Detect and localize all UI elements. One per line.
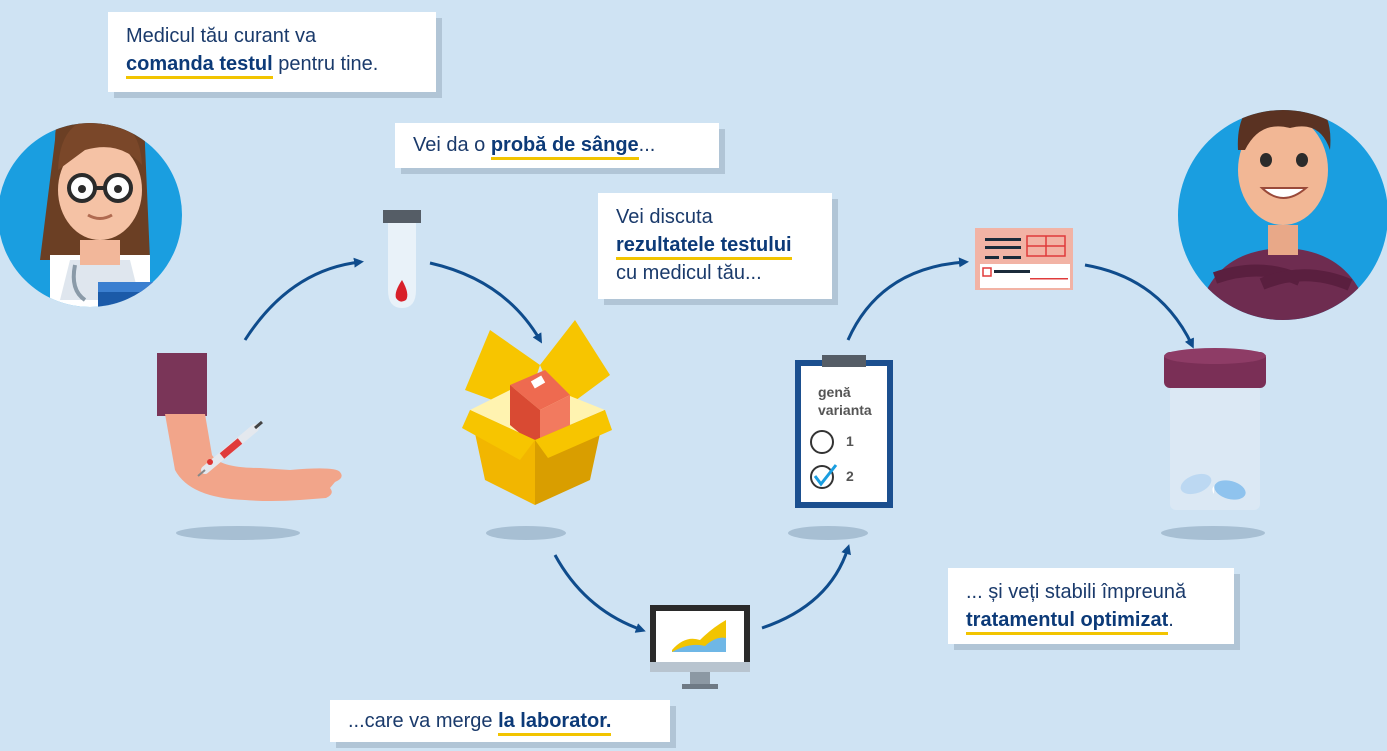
lab-bubble-highlight: la laborator. bbox=[498, 710, 612, 736]
arm-syringe-icon bbox=[157, 353, 342, 501]
shadow bbox=[486, 526, 566, 540]
monitor-chart-icon bbox=[650, 605, 750, 689]
arrow-clipboard-to-prescription bbox=[846, 257, 969, 341]
prescription-icon bbox=[975, 228, 1073, 290]
treatment-bubble-highlight: tratamentul optimizat bbox=[966, 609, 1169, 635]
lab-speech-bubble: ...care va merge la laborator. bbox=[330, 700, 670, 742]
open-box-icon bbox=[462, 320, 612, 505]
shadow bbox=[788, 526, 868, 540]
clipboard-option-1: 1 bbox=[846, 433, 854, 449]
pill-jar-icon bbox=[1164, 348, 1266, 510]
patient-avatar bbox=[1178, 110, 1387, 320]
treatment-speech-bubble: ... și veți stabili împreună tratamentul… bbox=[948, 568, 1234, 644]
doctor-avatar bbox=[0, 123, 182, 307]
blood-bubble-post: ... bbox=[638, 134, 656, 156]
shadow bbox=[1161, 526, 1265, 540]
doctor-speech-bubble: Medicul tău curant va comanda testul pen… bbox=[108, 12, 436, 92]
arrow-prescription-to-jar bbox=[1084, 263, 1194, 349]
arrow-arm-to-tube bbox=[243, 257, 364, 341]
clipboard-option-2: 2 bbox=[846, 468, 854, 484]
doctor-bubble-rest: pentru tine. bbox=[272, 53, 379, 75]
discuss-bubble-line1: Vei discuta bbox=[616, 206, 713, 228]
clipboard-line2: varianta bbox=[818, 402, 872, 418]
discuss-bubble-line3: cu medicul tău... bbox=[616, 262, 762, 284]
doctor-bubble-highlight: comanda testul bbox=[126, 53, 273, 79]
blood-speech-bubble: Vei da o probă de sânge... bbox=[395, 123, 719, 168]
blood-bubble-highlight: probă de sânge bbox=[490, 134, 639, 160]
arrow-monitor-to-clipboard bbox=[761, 544, 851, 630]
shadow bbox=[176, 526, 300, 540]
clipboard-icon: genă varianta 1 2 bbox=[795, 355, 893, 508]
flow-arrows bbox=[243, 257, 1194, 633]
discuss-speech-bubble: Vei discuta rezultatele testului cu medi… bbox=[598, 193, 832, 299]
lab-bubble-pre: ...care va merge bbox=[348, 710, 499, 732]
arrow-box-to-monitor bbox=[553, 554, 646, 633]
discuss-bubble-highlight: rezultatele testului bbox=[616, 234, 792, 260]
blood-bubble-pre: Vei da o bbox=[413, 134, 491, 156]
doctor-bubble-line1: Medicul tău curant va bbox=[126, 25, 317, 47]
arrow-tube-to-box bbox=[429, 261, 543, 344]
test-tube-icon bbox=[383, 210, 421, 308]
treatment-bubble-post: . bbox=[1168, 609, 1174, 631]
clipboard-line1: genă bbox=[818, 384, 851, 400]
treatment-bubble-line1: ... și veți stabili împreună bbox=[966, 581, 1187, 603]
